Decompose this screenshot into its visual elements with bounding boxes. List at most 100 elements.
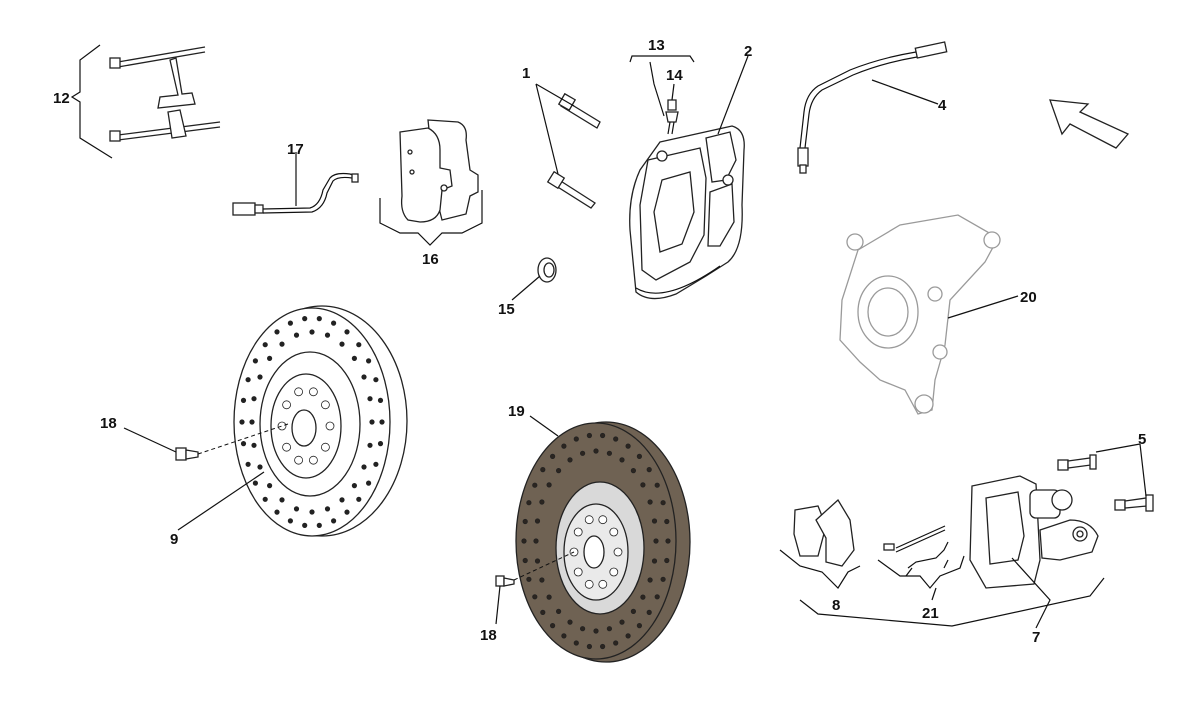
drill-hole — [540, 466, 546, 473]
drill-hole — [266, 355, 273, 361]
bolt-hole — [308, 387, 318, 397]
arrow-up-left-icon — [1049, 99, 1130, 149]
drill-hole — [549, 622, 556, 629]
bolt-hole — [320, 442, 330, 452]
drill-hole — [302, 315, 308, 322]
pad-retaining-pins — [70, 44, 221, 159]
disc-bolt-holes — [277, 387, 335, 465]
ceramic-brake-disc — [515, 421, 691, 663]
drill-hole — [324, 332, 331, 338]
drill-hole — [240, 440, 247, 447]
drill-hole — [262, 496, 268, 502]
drill-hole — [534, 518, 541, 524]
drill-hole — [630, 608, 637, 615]
drill-hole — [665, 538, 671, 544]
drill-hole — [293, 506, 300, 512]
drill-hole — [377, 397, 384, 403]
drill-hole — [579, 450, 586, 456]
ceramic-disc-drill-holes — [521, 432, 671, 650]
drill-hole — [324, 506, 331, 512]
brake-hose — [797, 41, 948, 174]
drill-hole — [640, 482, 646, 488]
drill-hole — [654, 594, 660, 600]
drill-hole — [664, 518, 670, 525]
drill-hole — [274, 329, 280, 335]
drill-hole — [539, 577, 545, 583]
drill-hole — [526, 500, 532, 506]
drill-hole — [365, 358, 372, 364]
disc-retaining-screw-rear — [495, 551, 575, 587]
front-brake-caliper — [629, 125, 745, 300]
drill-hole — [287, 320, 293, 326]
drill-hole — [309, 509, 315, 515]
drill-hole — [567, 457, 573, 463]
callout-2: 2 — [744, 43, 752, 60]
callout-4: 4 — [938, 97, 947, 114]
drill-hole — [274, 509, 280, 515]
front-brake-disc — [233, 305, 408, 537]
bolt-hole — [294, 455, 304, 465]
ceramic-disc-bolt-holes — [569, 515, 623, 589]
drill-hole — [567, 619, 573, 625]
callout-18-rear: 18 — [480, 627, 497, 644]
callout-labels: 1 2 4 5 7 8 9 12 13 14 15 16 17 18 18 19… — [53, 37, 1146, 646]
callout-20: 20 — [1020, 289, 1037, 306]
drill-hole — [636, 453, 643, 459]
drill-hole — [646, 466, 652, 473]
drill-hole — [309, 329, 315, 335]
drill-hole — [599, 432, 606, 439]
bolt-hole — [277, 421, 287, 431]
drill-hole — [561, 443, 567, 449]
drill-hole — [351, 355, 357, 361]
drill-hole — [660, 576, 666, 582]
bolt-hole — [609, 527, 619, 537]
drill-hole — [647, 577, 653, 583]
drill-hole — [561, 633, 567, 639]
drill-hole — [287, 518, 293, 524]
bolt-hole — [613, 547, 623, 557]
bolt-hole — [282, 442, 292, 452]
drill-hole — [586, 643, 593, 650]
drill-hole — [646, 609, 652, 616]
drill-hole — [654, 482, 660, 488]
bolt-hole — [609, 567, 619, 577]
drill-hole — [619, 619, 625, 625]
rear-brake-caliper — [799, 475, 1105, 627]
drill-hole — [344, 329, 350, 335]
drill-hole — [251, 442, 257, 448]
rear-pad-pin-kit — [877, 525, 965, 589]
drill-hole — [660, 500, 666, 506]
callout-19: 19 — [508, 403, 525, 420]
drill-hole — [245, 461, 251, 467]
drill-hole — [365, 480, 372, 486]
drill-hole — [636, 622, 643, 629]
callout-5: 5 — [1138, 431, 1146, 448]
callout-17: 17 — [287, 141, 304, 158]
callout-8: 8 — [832, 597, 840, 614]
drill-hole — [625, 633, 631, 639]
bolt-hole — [598, 579, 608, 589]
drill-hole — [339, 497, 345, 503]
drill-hole — [279, 341, 285, 347]
callout-13: 13 — [648, 37, 665, 54]
drill-hole — [377, 440, 384, 447]
drill-hole — [257, 374, 263, 380]
drill-hole — [546, 594, 552, 600]
drill-hole — [539, 499, 545, 505]
drill-hole — [640, 594, 646, 600]
callout-1: 1 — [522, 65, 530, 82]
drill-hole — [379, 419, 385, 425]
drill-hole — [252, 480, 258, 486]
drill-hole — [367, 396, 373, 402]
drill-hole — [651, 518, 658, 524]
disc-retaining-screw-front — [175, 423, 289, 461]
drill-hole — [316, 522, 322, 529]
drill-hole — [599, 643, 606, 650]
callout-12: 12 — [53, 90, 70, 107]
drill-hole — [356, 342, 362, 348]
drill-hole — [316, 315, 322, 322]
drill-hole — [533, 538, 539, 544]
drill-hole — [619, 457, 625, 463]
bolt-hole — [573, 527, 583, 537]
drill-hole — [361, 374, 367, 380]
